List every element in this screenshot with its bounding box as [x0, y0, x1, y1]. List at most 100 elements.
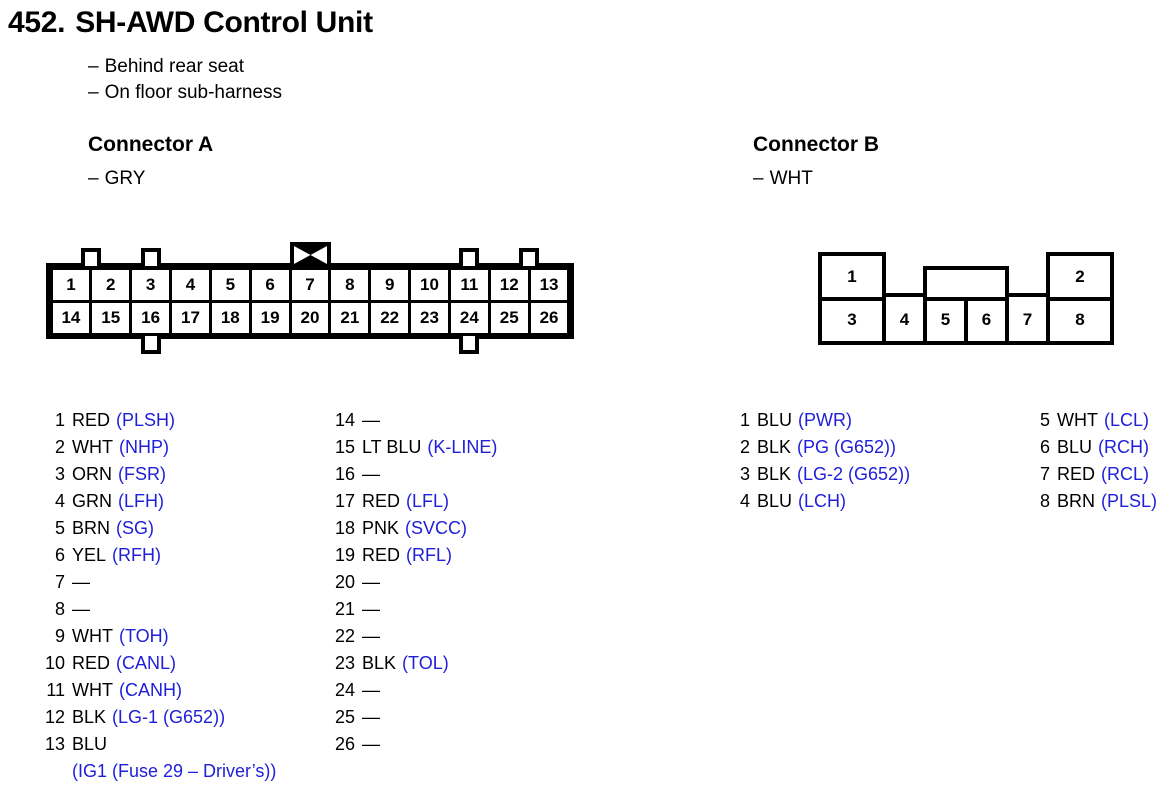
pin-signal-name: (PLSL)	[1101, 491, 1158, 511]
pin-number: 1	[54, 410, 65, 430]
pin-wire-color: BRN	[72, 518, 111, 538]
pin-number: 10	[44, 653, 65, 673]
connector-b-color-label: WHT	[769, 168, 813, 189]
pin-number: 24	[334, 680, 355, 700]
pin-wire-color: —	[362, 410, 380, 430]
connector-b-pin-cell: 7	[1005, 293, 1050, 345]
pin-row: 24—	[331, 680, 497, 707]
pin-wire-color: WHT	[72, 626, 113, 646]
pin-wire-color: —	[362, 464, 380, 484]
pin-number: 4	[739, 491, 750, 511]
connector-a-key-marker-icon	[289, 242, 331, 268]
pin-row: 14 —	[331, 410, 497, 437]
pin-wire-color: BLK	[72, 707, 107, 727]
pin-signal-name: (CANL)	[116, 653, 177, 673]
pin-number: 13	[44, 734, 65, 754]
pin-number: 5	[54, 518, 65, 538]
pin-wire-color: RED	[362, 491, 401, 511]
connector-a-color: –GRY	[88, 168, 145, 190]
pin-signal-name: (TOH)	[118, 626, 169, 646]
pin-wire-color: RED	[362, 545, 401, 565]
bullet-dash: –	[753, 168, 764, 189]
pin-wire-color: —	[72, 572, 90, 592]
connector-a-pin-cell: 19	[248, 299, 292, 336]
pin-wire-color: RED	[72, 653, 111, 673]
connector-b-heading: Connector B	[753, 133, 879, 156]
connector-a-pin-cell: 12	[487, 266, 531, 303]
connector-a-pin-cell: 21	[328, 299, 372, 336]
pin-wire-color: BRN	[1057, 491, 1096, 511]
pin-row: 22—	[331, 626, 497, 653]
connector-a-pin-cell: 1	[49, 266, 93, 303]
pin-row: 8 BRN(PLSL)	[1026, 491, 1157, 518]
pin-wire-color: BLU	[1057, 437, 1093, 457]
connector-b-pin-cell: 4	[882, 293, 927, 345]
pin-number: 7	[54, 572, 65, 592]
connector-a-pin-cell: 6	[248, 266, 292, 303]
pin-wire-color: YEL	[72, 545, 107, 565]
pin-number: 7	[1039, 464, 1050, 484]
connector-a-pin-cell: 11	[447, 266, 491, 303]
pin-wire-color: BLU	[757, 410, 793, 430]
pin-number: 17	[334, 491, 355, 511]
pin-signal-name: (PG (G652))	[797, 437, 897, 457]
pin-wire-color: BLK	[757, 437, 792, 457]
connector-a-pin-cell: 17	[169, 299, 212, 336]
connector-a-heading: Connector A	[88, 133, 214, 156]
pin-wire-color: —	[362, 599, 380, 619]
pin-number: 15	[334, 437, 355, 457]
pin-number: 14	[334, 410, 355, 430]
pin-wire-color: —	[362, 626, 380, 646]
pin-number: 6	[1039, 437, 1050, 457]
pin-number: 6	[54, 545, 65, 565]
connector-a-pin-cell: 24	[447, 299, 491, 336]
pin-signal-name: (SVCC)	[405, 518, 468, 538]
pin-signal-name: (SG)	[116, 518, 155, 538]
connector-a-pin-cell: 9	[368, 266, 412, 303]
page-title-text: SH-AWD Control Unit	[75, 6, 373, 39]
pin-wire-color: —	[72, 599, 90, 619]
connector-a-pin-cell: 13	[527, 266, 571, 303]
pin-number: 8	[1039, 491, 1050, 511]
location-item: –Behind rear seat	[88, 54, 282, 80]
pin-signal-name: (TOL)	[402, 653, 449, 673]
location-item: –On floor sub-harness	[88, 80, 282, 106]
pin-number: 3	[739, 464, 750, 484]
connector-a-locking-tab	[140, 336, 161, 354]
connector-a-pin-cell: 18	[208, 299, 252, 336]
connector-b-pin-cell: 1	[818, 252, 886, 301]
pin-signal-name: (FSR)	[118, 464, 166, 484]
connector-a-pin-cell: 14	[49, 299, 93, 336]
pin-signal-name-continued: (IG1 (Fuse 29 – Driver’s))	[72, 761, 277, 781]
pin-number: 8	[54, 599, 65, 619]
pin-wire-color: —	[362, 734, 380, 754]
pin-signal-name: (CANH)	[118, 680, 182, 700]
connector-a-pin-cell: 16	[129, 299, 173, 336]
pin-row: 21—	[331, 599, 497, 626]
pin-signal-name: (LCL)	[1103, 410, 1149, 430]
location-list: –Behind rear seat –On floor sub-harness	[88, 54, 282, 106]
pin-signal-name: (LCH)	[798, 491, 847, 511]
connector-a-pin-cell: 20	[288, 299, 332, 336]
connector-a-color-label: GRY	[104, 168, 146, 189]
pin-number: 16	[334, 464, 355, 484]
connector-a-pin-cell: 8	[328, 266, 372, 303]
pin-row: 26—	[331, 734, 497, 761]
connector-b-empty-cavity	[923, 266, 1009, 301]
pin-number: 18	[334, 518, 355, 538]
bullet-dash: –	[88, 168, 99, 189]
